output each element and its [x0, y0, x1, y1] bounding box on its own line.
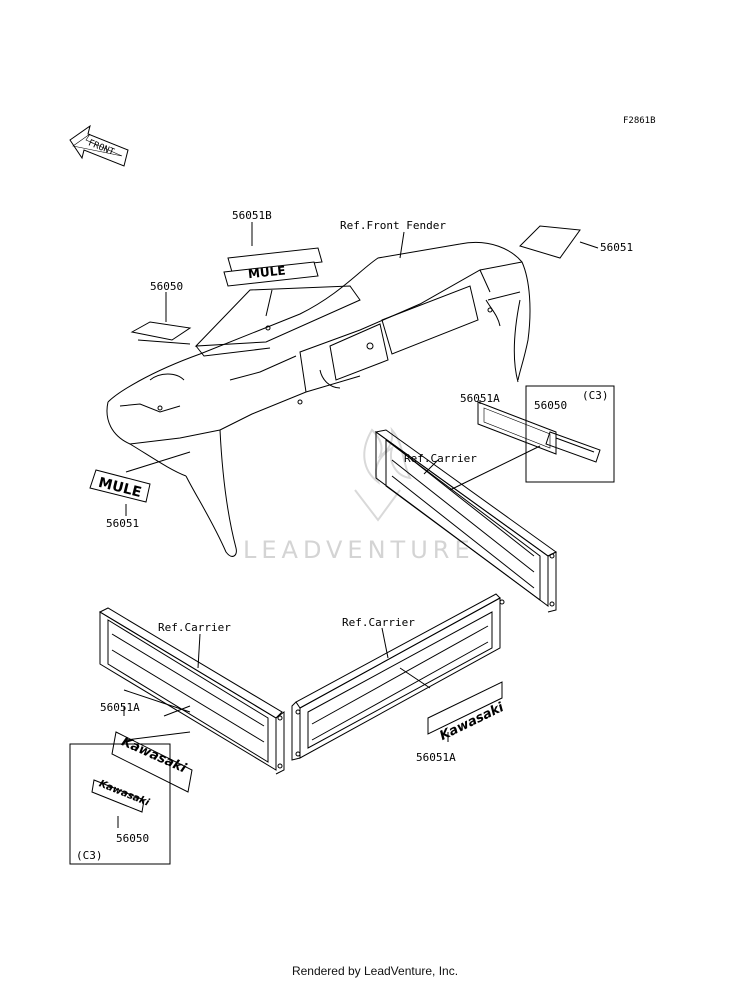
front-arrow-icon [69, 124, 129, 167]
carrier-right [374, 429, 557, 613]
c3-box-right [525, 385, 615, 483]
front-fender [106, 241, 531, 557]
decal-56051A-center: Kawasaki [427, 681, 507, 744]
callout-56050-left: 56050 [150, 280, 184, 293]
decal-56051-top [519, 225, 581, 259]
decal-56051-left-text: MULE [97, 475, 143, 501]
figure-code: F2861B [623, 116, 656, 126]
carrier-left [98, 607, 285, 775]
carrier-center [291, 593, 505, 761]
callout-ref-carrier-left: Ref.Carrier [158, 621, 231, 634]
callout-56050-c3-right: 56050 [534, 399, 568, 412]
callout-ref-carrier-right: Ref.Carrier [404, 452, 477, 465]
callout-56051B: 56051B [232, 209, 272, 222]
decal-56051A-mid [477, 401, 557, 455]
callout-56051A-mid: 56051A [460, 392, 500, 405]
callout-c3-right: (C3) [582, 389, 609, 402]
decal-56051A-left: Kawasaki [111, 731, 193, 793]
watermark-logo [354, 426, 412, 522]
callout-56051A-center: 56051A [416, 751, 456, 764]
callout-ref-carrier-center: Ref.Carrier [342, 616, 415, 629]
callout-56051-left: 56051 [106, 517, 140, 530]
callout-56051-top: 56051 [600, 241, 634, 254]
decal-56051B-text: MULE [247, 263, 286, 281]
callout-56051A-left: 56051A [100, 701, 140, 714]
callout-56050-c3-left: 56050 [116, 832, 150, 845]
decal-56050-left [130, 321, 192, 341]
leader-lines [117, 222, 599, 828]
watermark-text: LEADVENTURE [243, 536, 475, 564]
decal-56051B: MULE [223, 247, 323, 287]
callout-ref-front-fender: Ref.Front Fender [340, 219, 446, 232]
footer-credit: Rendered by LeadVenture, Inc. [291, 964, 459, 978]
callout-c3-left: (C3) [76, 849, 103, 862]
decal-56051-left: MULE [89, 469, 151, 503]
